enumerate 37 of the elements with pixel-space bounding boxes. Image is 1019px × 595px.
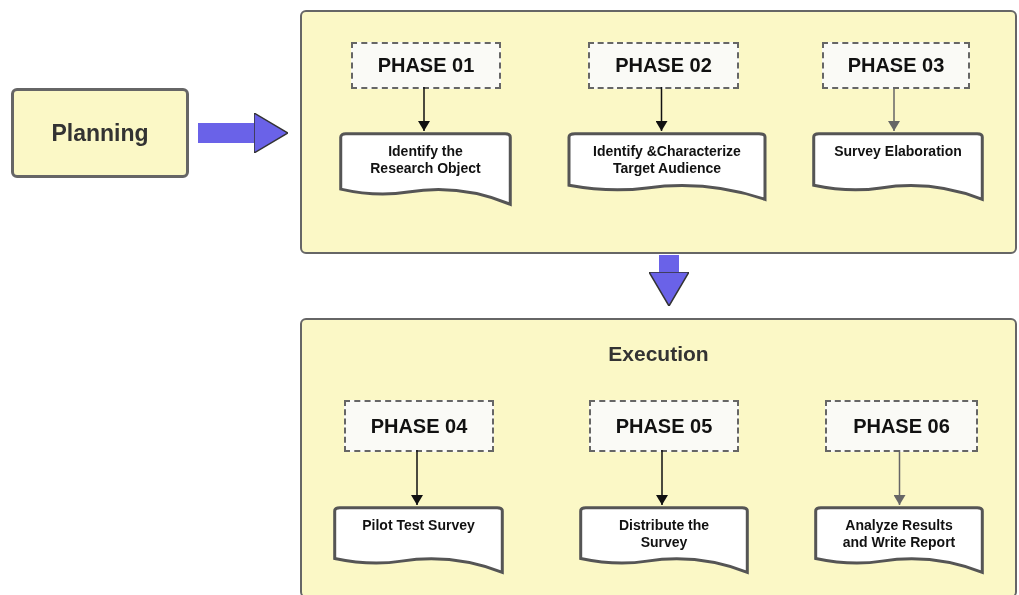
arrow (893, 449, 906, 506)
phase-label-box (825, 400, 978, 452)
document-shape (339, 133, 512, 205)
node-label: Distribute the Survey (617, 517, 711, 551)
block-arrow (198, 112, 289, 154)
panel-heading: Execution (607, 342, 710, 366)
process-box (11, 88, 189, 178)
phase-label: PHASE 04 (370, 414, 468, 438)
arrow (411, 449, 423, 506)
arrow (418, 86, 430, 132)
group-panel (300, 10, 1017, 254)
node-label: Identify &Characterize Target Audience (592, 143, 742, 177)
phase-label: PHASE 01 (377, 54, 475, 77)
phase-label: PHASE 06 (853, 414, 950, 438)
arrow (888, 86, 900, 132)
document-shape (812, 133, 984, 200)
phase-label: PHASE 03 (847, 54, 945, 77)
node-label: Pilot Test Survey (361, 517, 476, 534)
phase-label: PHASE 02 (615, 54, 712, 77)
block-arrow (648, 255, 690, 307)
node-label: Analyze Results and Write Report (841, 517, 957, 551)
document-shape (814, 507, 984, 573)
phase-label: PHASE 05 (615, 414, 713, 438)
phase-label-box (344, 400, 494, 452)
phase-label-box (351, 42, 501, 89)
arrow (655, 86, 668, 132)
document-shape (579, 507, 749, 573)
group-panel (300, 318, 1017, 595)
document-shape (567, 133, 767, 200)
node-label: Identify the Research Object (369, 143, 482, 177)
node-label: Planning (51, 119, 149, 147)
node-label: Survey Elaboration (833, 143, 963, 160)
phase-label-box (822, 42, 970, 89)
phase-label-box (588, 42, 739, 89)
document-shape (333, 507, 504, 573)
phase-label-box (589, 400, 739, 452)
arrow (656, 449, 668, 506)
